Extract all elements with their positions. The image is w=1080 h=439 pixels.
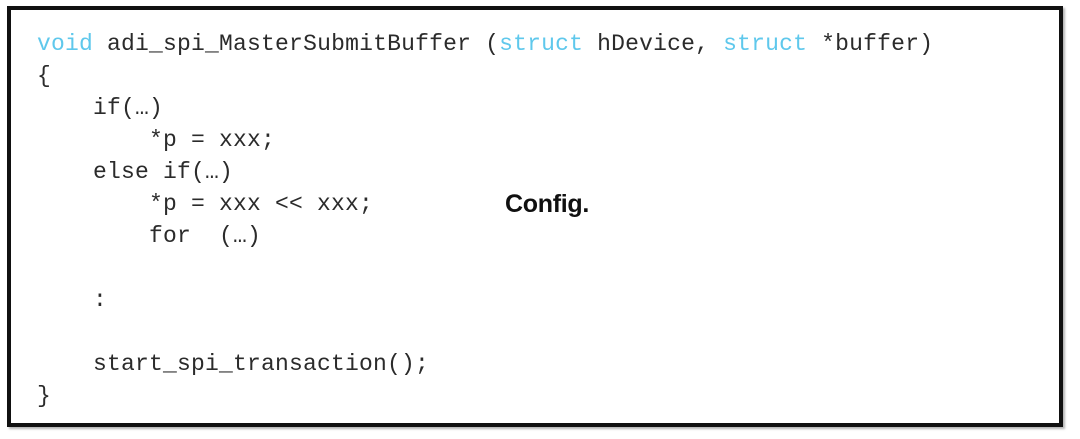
keyword-struct-2: struct <box>723 31 808 57</box>
keyword-void: void <box>37 31 94 57</box>
signature-open-paren: ( <box>471 31 500 57</box>
function-identifier: adi_spi_MasterSubmitBuffer <box>107 31 472 57</box>
param-2-name: *buffer) <box>807 31 934 57</box>
param-1-name: hDevice, <box>583 31 724 57</box>
code-area: void adi_spi_MasterSubmitBuffer (struct … <box>11 10 1059 423</box>
brace-annotation-label: Config. <box>505 190 589 218</box>
curly-brace-icon <box>443 92 499 316</box>
code-listing: void adi_spi_MasterSubmitBuffer (struct … <box>37 28 933 412</box>
keyword-struct-1: struct <box>499 31 584 57</box>
code-figure-frame: void adi_spi_MasterSubmitBuffer (struct … <box>7 6 1063 427</box>
code-body: { if(…) *p = xxx; else if(…) *p = xxx <<… <box>37 63 430 409</box>
function-name <box>93 31 107 57</box>
